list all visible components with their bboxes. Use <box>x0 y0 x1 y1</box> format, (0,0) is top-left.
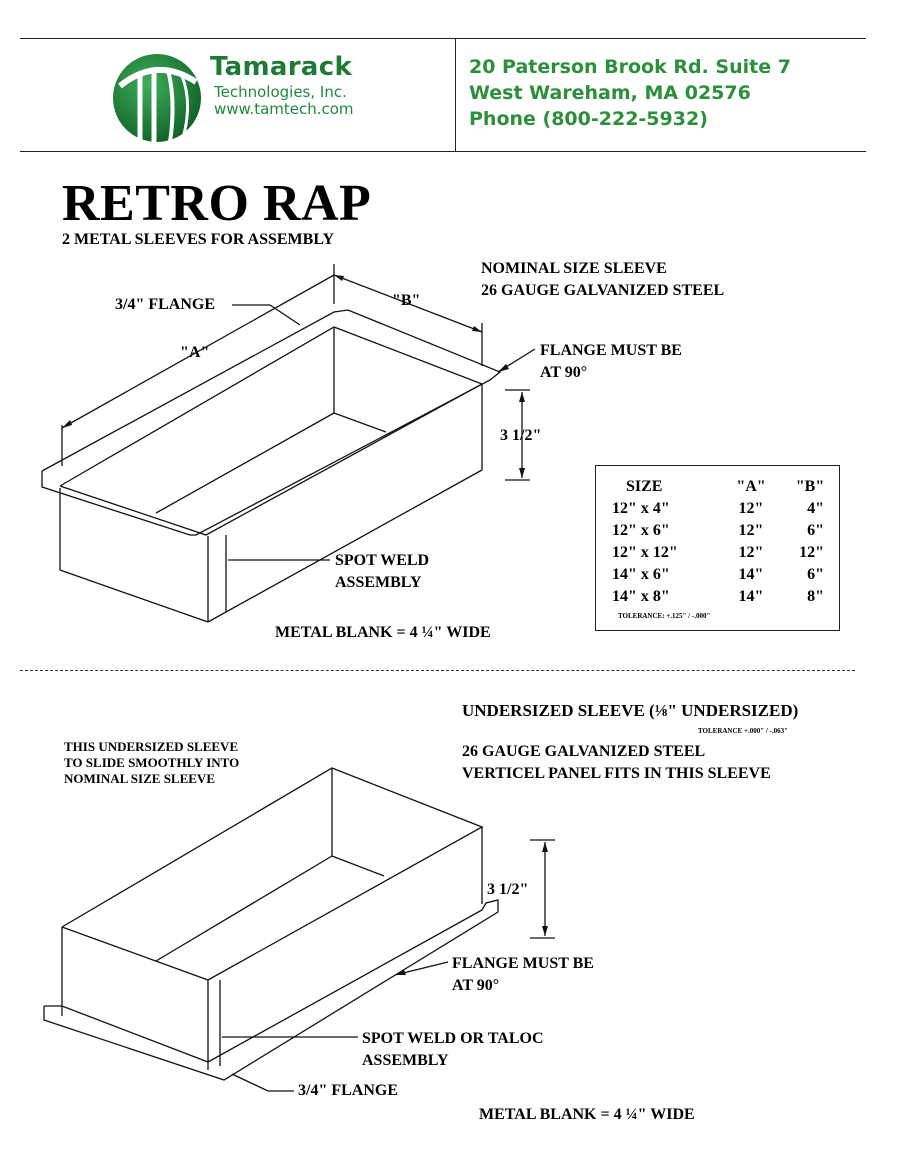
tamarack-globe-icon <box>113 54 201 144</box>
company-subtitle: Technologies, Inc. <box>214 83 347 101</box>
undersized-metal-blank: METAL BLANK = 4 ¼" WIDE <box>479 1106 695 1123</box>
table-row: 14" x 6" 14" 6" <box>606 564 834 586</box>
b-col-header: "B" <box>795 478 825 495</box>
a-cell: 12" <box>738 500 764 517</box>
table-row: 12" x 12" 12" 12" <box>606 542 834 564</box>
nominal-dim-b: "B" <box>392 292 421 309</box>
undersized-note-2: TO SLIDE SMOOTHLY INTO <box>64 755 240 770</box>
undersized-flange-label: 3/4" FLANGE <box>298 1082 398 1099</box>
size-cell: 12" x 12" <box>612 544 678 561</box>
phone-number: Phone (800-222-5932) <box>469 108 708 130</box>
undersized-material: 26 GAUGE GALVANIZED STEEL <box>462 743 706 760</box>
nominal-height: 3 1/2" <box>500 427 542 444</box>
undersized-height: 3 1/2" <box>487 881 529 898</box>
size-table-box: SIZE "A" "B" 12" x 4" 12" 4" 12" x 6" 12… <box>595 465 840 631</box>
company-name: Tamarack <box>210 52 353 82</box>
undersized-sleeve-drawing <box>43 767 555 1092</box>
address-line-2: West Wareham, MA 02576 <box>469 82 751 104</box>
b-cell: 8" <box>807 588 824 605</box>
undersized-note-3: NOMINAL SIZE SLEEVE <box>64 771 215 786</box>
b-cell: 6" <box>807 566 824 583</box>
undersized-spot-weld: SPOT WELD OR TALOC <box>362 1030 544 1047</box>
page-title: RETRO RAP <box>62 175 372 232</box>
a-cell: 14" <box>738 566 764 583</box>
undersized-flange-angle: AT 90° <box>452 977 500 994</box>
nominal-material: 26 GAUGE GALVANIZED STEEL <box>481 282 725 299</box>
b-cell: 12" <box>799 544 824 561</box>
nominal-dim-a: "A" <box>180 344 210 361</box>
table-row: 12" x 4" 12" 4" <box>606 498 834 520</box>
nominal-flange-label: 3/4" FLANGE <box>115 296 215 313</box>
a-cell: 12" <box>738 522 764 539</box>
section-separator <box>20 670 855 671</box>
nominal-heading: NOMINAL SIZE SLEEVE <box>481 260 667 277</box>
nominal-flange-angle: AT 90° <box>540 364 588 381</box>
company-logo <box>110 46 205 146</box>
size-cell: 14" x 6" <box>612 566 670 583</box>
a-cell: 14" <box>738 588 764 605</box>
undersized-spot-weld-2: ASSEMBLY <box>362 1052 449 1069</box>
size-col-header: SIZE <box>626 478 663 495</box>
size-cell: 12" x 6" <box>612 522 670 539</box>
a-cell: 12" <box>738 544 764 561</box>
nominal-flange-note: FLANGE MUST BE <box>540 342 682 359</box>
size-cell: 14" x 8" <box>612 588 670 605</box>
header-divider <box>455 38 456 151</box>
a-col-header: "A" <box>736 478 766 495</box>
table-tolerance: TOLERANCE: +.125" / -.000" <box>618 612 711 620</box>
undersized-tolerance: TOLERANCE +.000" / -.063" <box>698 727 789 735</box>
undersized-heading: UNDERSIZED SLEEVE (⅛" UNDERSIZED) <box>462 701 799 720</box>
table-row: 14" x 8" 14" 8" <box>606 586 834 608</box>
b-cell: 4" <box>807 500 824 517</box>
table-row: 12" x 6" 12" 6" <box>606 520 834 542</box>
undersized-panel-note: VERTICEL PANEL FITS IN THIS SLEEVE <box>462 765 771 782</box>
address-line-1: 20 Paterson Brook Rd. Suite 7 <box>469 56 791 78</box>
header-top-rule <box>20 38 866 39</box>
undersized-note-1: THIS UNDERSIZED SLEEVE <box>64 739 239 754</box>
b-cell: 6" <box>807 522 824 539</box>
header-bottom-rule <box>20 151 866 152</box>
nominal-spot-weld: SPOT WELD <box>335 552 430 569</box>
nominal-metal-blank: METAL BLANK = 4 ¼" WIDE <box>275 624 491 641</box>
nominal-spot-weld-2: ASSEMBLY <box>335 574 422 591</box>
company-url[interactable]: www.tamtech.com <box>214 100 354 118</box>
size-table: SIZE "A" "B" 12" x 4" 12" 4" 12" x 6" 12… <box>606 476 834 608</box>
nominal-sleeve-drawing <box>41 264 536 623</box>
undersized-flange-note: FLANGE MUST BE <box>452 955 594 972</box>
page-subtitle: 2 METAL SLEEVES FOR ASSEMBLY <box>62 231 335 248</box>
size-cell: 12" x 4" <box>612 500 670 517</box>
